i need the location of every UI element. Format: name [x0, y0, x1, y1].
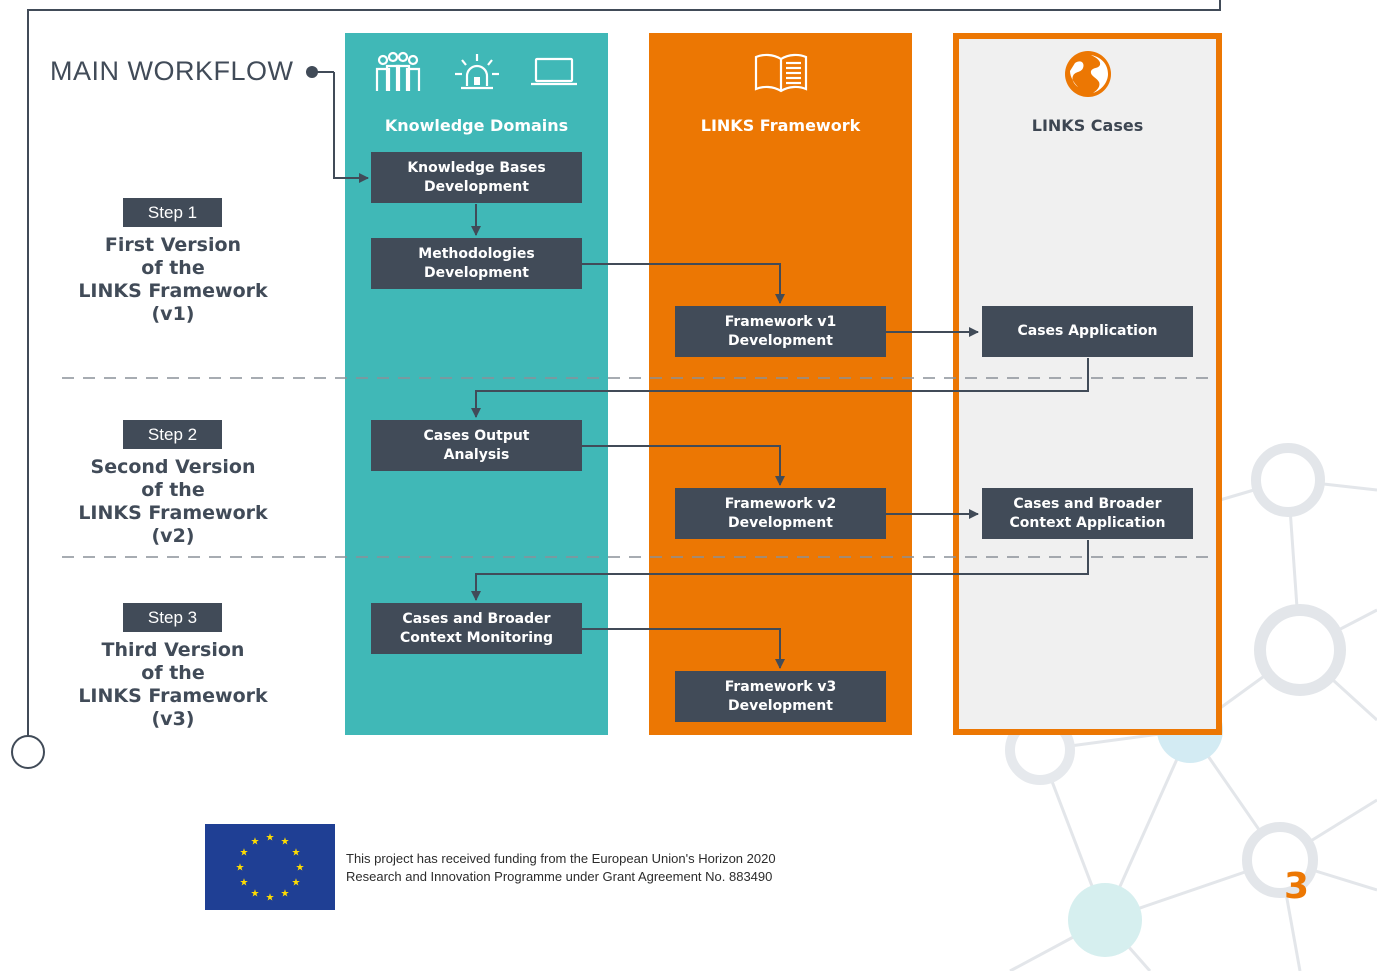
cases-broader-context-application-box: Cases and Broader Context Application [982, 488, 1193, 539]
step-1-description: First Version of the LINKS Framework (v1… [78, 234, 268, 325]
eu-star: ★ [292, 878, 301, 889]
globe-icon [1065, 51, 1111, 97]
column-title-knowledge-domains: Knowledge Domains [384, 116, 569, 135]
eu-star: ★ [266, 893, 275, 904]
eu-star: ★ [296, 863, 305, 874]
step-3-badge: Step 3 [123, 603, 222, 632]
eu-star: ★ [281, 837, 290, 848]
book-icon [754, 53, 808, 93]
step-3-description: Third Version of the LINKS Framework (v3… [78, 639, 268, 730]
framework-v3-development-box: Framework v3 Development [675, 671, 886, 722]
page-number: 3 [1284, 866, 1310, 907]
eu-star: ★ [240, 848, 249, 859]
eu-stars: ★★★★★★★★★★★★ [236, 833, 305, 904]
knowledge-bases-development-box: Knowledge Bases Development [371, 152, 582, 203]
framework-v1-development-box: Framework v1 Development [675, 306, 886, 357]
step-1-badge: Step 1 [123, 198, 222, 227]
step-2-description: Second Version of the LINKS Framework (v… [78, 456, 268, 547]
methodologies-development-box: Methodologies Development [371, 238, 582, 289]
laptop-icon [531, 57, 577, 86]
framework-v2-development-box: Framework v2 Development [675, 488, 886, 539]
funding-statement: This project has received funding from t… [346, 851, 776, 884]
cases-output-analysis-box: Cases Output Analysis [371, 420, 582, 471]
column-title-links-cases: LINKS Cases [1031, 116, 1144, 135]
eu-star: ★ [251, 889, 260, 900]
main-workflow-label: MAIN WORKFLOW [50, 56, 294, 86]
cases-broader-context-monitoring-box: Cases and Broader Context Monitoring [371, 603, 582, 654]
alarm-light-icon [455, 54, 499, 90]
eu-star: ★ [281, 889, 290, 900]
cases-application-box: Cases Application [982, 306, 1193, 357]
people-group-icon [375, 51, 421, 91]
eu-star: ★ [251, 837, 260, 848]
column-title-links-framework: LINKS Framework [700, 116, 861, 135]
eu-star: ★ [236, 863, 245, 874]
eu-star: ★ [292, 848, 301, 859]
eu-star: ★ [240, 878, 249, 889]
eu-flag-logo: ★★★★★★★★★★★★ [205, 824, 335, 910]
links-framework-column [649, 33, 912, 735]
step-2-badge: Step 2 [123, 420, 222, 449]
eu-star: ★ [266, 833, 275, 844]
